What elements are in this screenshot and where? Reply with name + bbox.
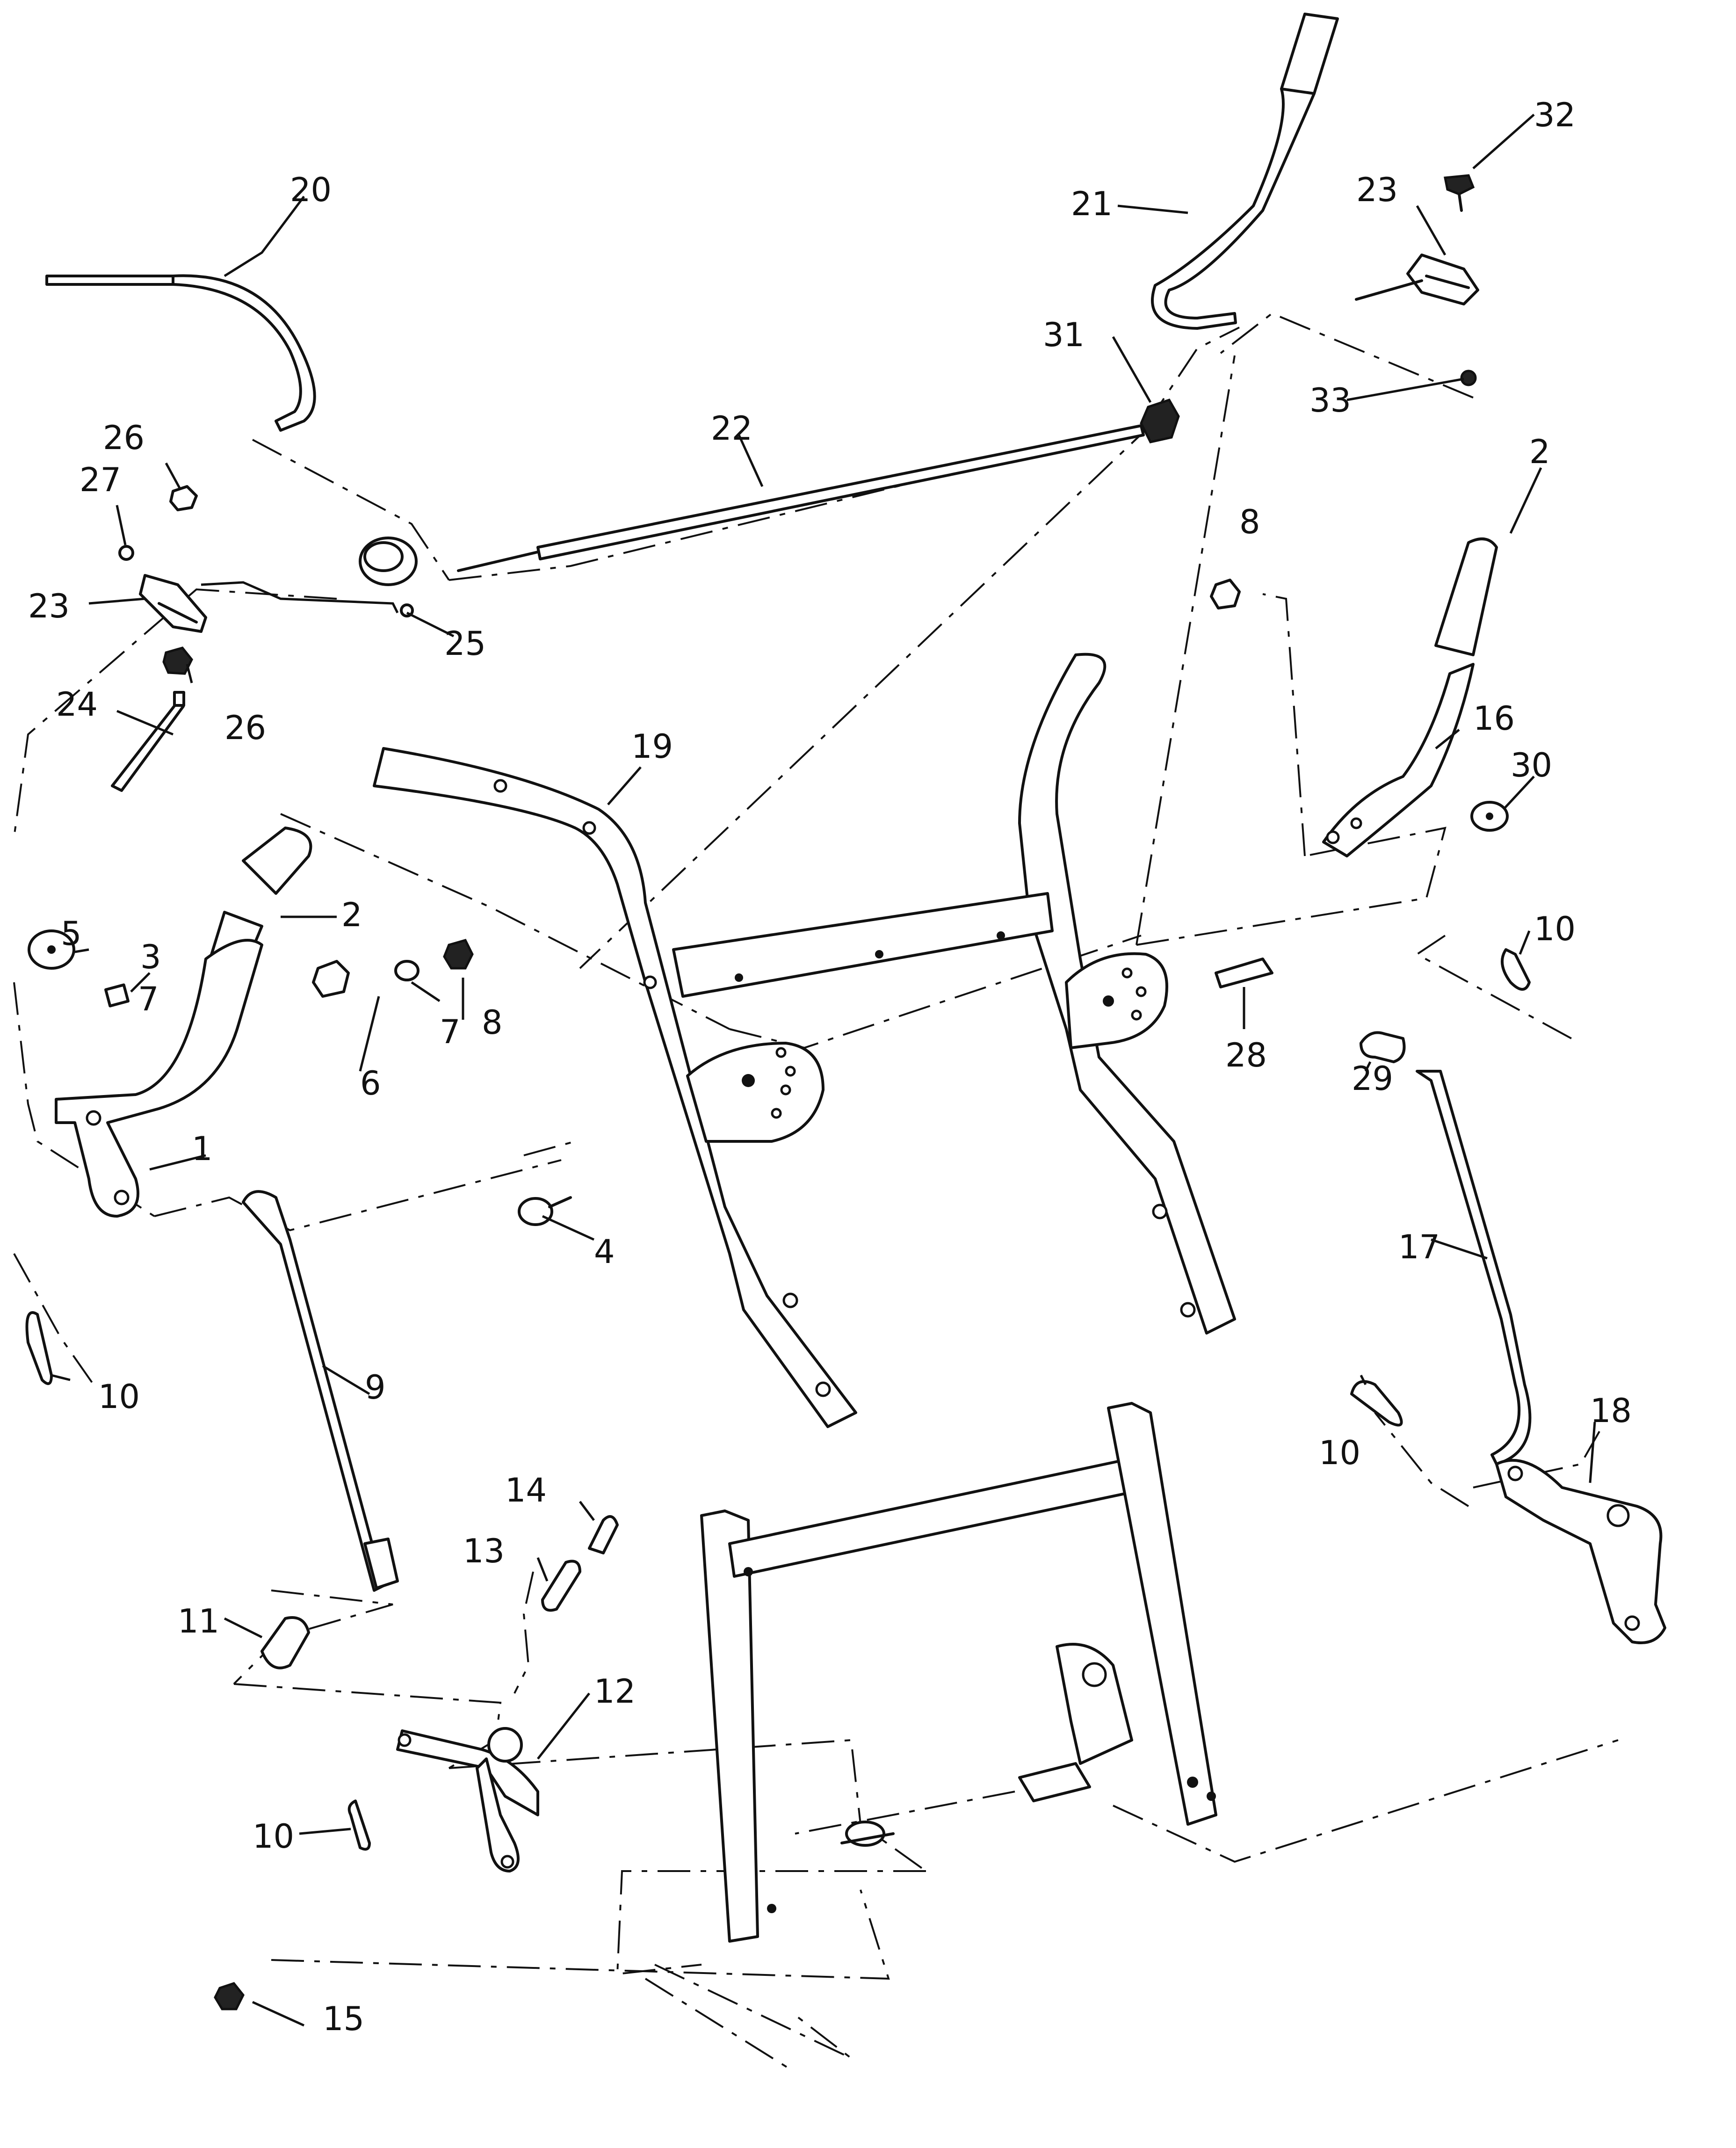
callout-30: 30 [1511, 746, 1552, 784]
callout-10d: 10 [253, 1817, 294, 1856]
part-24-pin [111, 691, 185, 792]
callout-28: 28 [1225, 1036, 1267, 1074]
part-25-bushing [201, 537, 418, 617]
handle-bracket-left [686, 1042, 825, 1143]
part-10-clip-d [347, 1800, 371, 1851]
part-20-control-rod [45, 274, 316, 432]
part-5-washer [28, 929, 75, 970]
callout-29: 29 [1352, 1059, 1393, 1098]
part-28-bolt [1215, 958, 1273, 988]
callout-3: 3 [140, 938, 161, 976]
part-23-clip-upper [1355, 254, 1479, 305]
callout-1: 1 [192, 1130, 213, 1168]
callout-32: 32 [1534, 96, 1576, 134]
part-9-rod [242, 1190, 399, 1592]
callout-14: 14 [505, 1471, 547, 1509]
callout-5: 5 [61, 914, 82, 953]
callout-10b: 10 [1534, 910, 1576, 948]
callout-10c: 10 [1319, 1434, 1360, 1472]
part-29-bushing [1360, 1031, 1406, 1063]
callout-8a: 8 [482, 1003, 503, 1042]
callout-22: 22 [711, 409, 752, 448]
callout-13: 13 [463, 1532, 505, 1570]
part-31-nut [1140, 398, 1180, 443]
callout-16: 16 [1473, 699, 1515, 738]
lower-frame [700, 1402, 1217, 1943]
callout-23b: 23 [1356, 171, 1398, 209]
part-19-handle-right [1018, 653, 1236, 1335]
callout-2b: 2 [1529, 433, 1550, 471]
callout-9: 9 [365, 1368, 386, 1407]
callout-19: 19 [631, 727, 673, 766]
callout-27: 27 [80, 461, 121, 499]
part-19-handle-left [373, 747, 857, 1428]
callout-11: 11 [178, 1602, 219, 1640]
part-2-grip-right [1434, 537, 1498, 656]
part-19-cross-brace [672, 892, 1054, 998]
callout-7b: 7 [440, 1013, 461, 1051]
part-10-clip-b [1501, 948, 1531, 991]
part-26-nut-top [169, 485, 198, 511]
part-1-lever [55, 939, 263, 1218]
part-33-nut [1460, 370, 1477, 386]
callout-17: 17 [1398, 1228, 1440, 1266]
part-7-washer [394, 960, 420, 981]
callout-18: 18 [1590, 1392, 1632, 1430]
part-16-lever [1322, 663, 1475, 857]
callout-31: 31 [1043, 316, 1085, 354]
part-32-screw [1444, 174, 1475, 212]
part-6-nut [312, 960, 350, 998]
part-12-bellcrank [396, 1727, 539, 1872]
part-4-bolt [518, 1196, 572, 1226]
callout-23a: 23 [28, 587, 70, 625]
callout-26b: 26 [224, 709, 266, 747]
part-22-long-rod [457, 424, 1145, 572]
callout-26a: 26 [103, 419, 145, 457]
part-30-washer [1470, 801, 1509, 832]
part-13-spacer [541, 1560, 581, 1612]
part-8-nut-right [1210, 579, 1241, 610]
callout-24: 24 [56, 685, 98, 724]
callout-33: 33 [1309, 381, 1351, 420]
part-8-nut-left [443, 939, 474, 970]
callout-25: 25 [444, 624, 486, 663]
part-11-knob [260, 1616, 310, 1669]
part-17-rod [1416, 1070, 1532, 1466]
part-23-clip-left [139, 574, 207, 633]
callout-10a: 10 [98, 1378, 140, 1416]
callout-4: 4 [594, 1233, 615, 1271]
callout-6: 6 [360, 1064, 381, 1103]
handle-bracket-right [1065, 952, 1168, 1049]
part-21-control-rod [1151, 13, 1339, 330]
callout-8b: 8 [1239, 503, 1260, 541]
callout-12: 12 [594, 1672, 636, 1711]
part-26-nut-bottom [162, 646, 193, 675]
leader-lines [51, 114, 1596, 2027]
part-18-bellcrank [1495, 1459, 1666, 1644]
callout-7a: 7 [138, 980, 159, 1018]
part-27-washer [118, 545, 134, 561]
callout-labels: 1 2 2 3 4 5 6 7 7 8 8 9 10 10 10 10 11 1… [28, 96, 1632, 2038]
callout-21: 21 [1071, 185, 1113, 223]
callout-20: 20 [290, 171, 332, 209]
assembly-dash-lines [13, 312, 1619, 2073]
part-10-clip-c [1350, 1380, 1403, 1427]
part-3-spacer [104, 983, 130, 1008]
part-14-bolt [588, 1515, 619, 1554]
callout-15: 15 [323, 2000, 364, 2038]
part-10-clip-a [25, 1311, 53, 1385]
part-15-nut [214, 1982, 245, 2010]
callout-2a: 2 [341, 896, 362, 934]
